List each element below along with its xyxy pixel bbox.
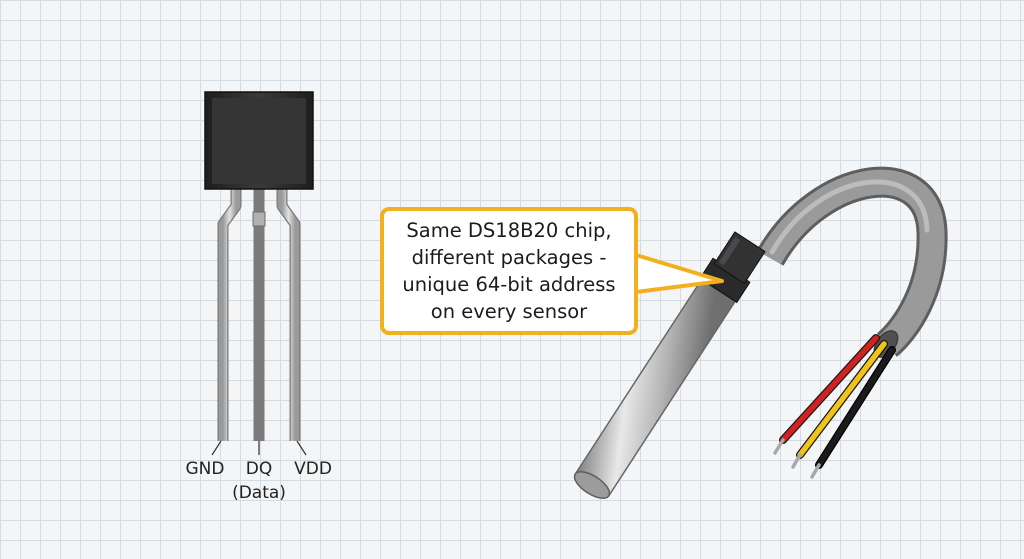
- callout-line-3: unique 64-bit address: [402, 273, 616, 296]
- pin-label-vdd: VDD: [294, 459, 332, 479]
- pin-leader-lines: [211, 440, 307, 456]
- to92-chip: [204, 91, 314, 456]
- callout-line-2: different packages -: [411, 246, 607, 269]
- callout-line-1: Same DS18B20 chip,: [406, 219, 612, 242]
- callout-box: Same DS18B20 chip, different packages - …: [380, 207, 638, 335]
- chip-pins: [217, 188, 301, 441]
- pin-label-gnd: GND: [185, 459, 225, 479]
- waterproof-probe: [573, 166, 948, 500]
- probe-tip: [573, 470, 611, 500]
- pin-label-dq: DQ: [245, 459, 273, 479]
- pin-label-dq-note: (Data): [232, 483, 286, 503]
- callout-line-4: on every sensor: [430, 300, 588, 323]
- callout-text: Same DS18B20 chip, different packages - …: [402, 217, 615, 325]
- probe-wires: [773, 334, 896, 479]
